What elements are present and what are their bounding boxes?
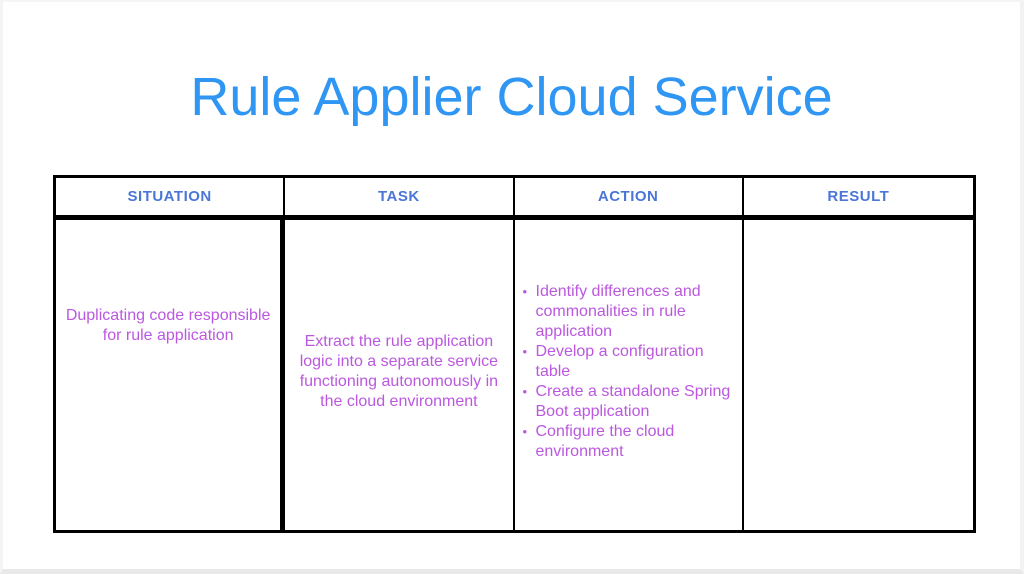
action-item-text: Develop a configuration table: [535, 343, 704, 380]
situation-cell: Duplicating code responsible for rule ap…: [56, 220, 286, 530]
column-header-result: RESULT: [827, 188, 890, 205]
bullet-icon: •: [522, 424, 528, 439]
bullet-icon: •: [522, 384, 528, 399]
column-header-situation: SITUATION: [56, 178, 286, 215]
star-table: SITUATION TASK ACTION RESULT Duplicating…: [53, 175, 976, 533]
table-header-row: SITUATION TASK ACTION RESULT: [56, 178, 973, 220]
list-item: • Create a standalone Spring Boot applic…: [522, 382, 740, 422]
table-body-row: Duplicating code responsible for rule ap…: [56, 220, 973, 530]
task-cell: Extract the rule application logic into …: [285, 220, 515, 530]
action-item-text: Configure the cloud environment: [535, 423, 675, 460]
list-item: • Develop a configuration table: [522, 342, 740, 382]
result-cell: [744, 220, 973, 530]
column-header-task: TASK: [285, 178, 515, 215]
list-item: • Configure the cloud environment: [522, 422, 740, 462]
list-item: • Identify differences and commonalities…: [522, 282, 740, 342]
column-header-action: ACTION: [515, 178, 744, 215]
page-title: Rule Applier Cloud Service: [190, 67, 833, 127]
bullet-icon: •: [522, 344, 528, 359]
action-cell: • Identify differences and commonalities…: [515, 220, 744, 530]
action-item-text: Identify differences and commonalities i…: [535, 283, 701, 340]
action-item-text: Create a standalone Spring Boot applicat…: [535, 383, 731, 420]
bullet-icon: •: [522, 284, 528, 299]
action-bullet-list: • Identify differences and commonalities…: [522, 282, 740, 462]
